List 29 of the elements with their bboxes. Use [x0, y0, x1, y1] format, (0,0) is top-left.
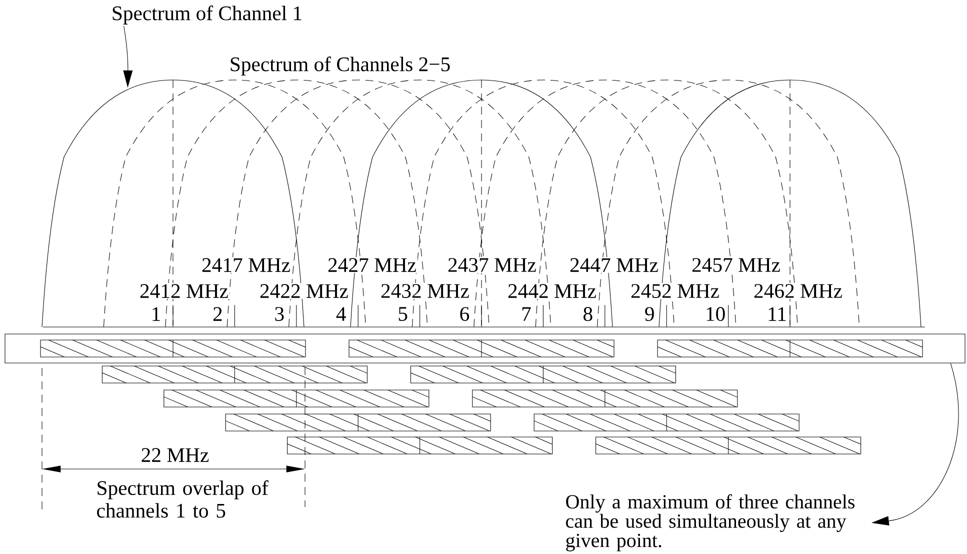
frequency-label: 2452 MHz — [629, 283, 721, 300]
frequency-label: 2417 MHz — [200, 257, 292, 273]
annotation-text: Spectrum of Channel 1 — [112, 6, 302, 24]
channel-number: 5 — [396, 306, 410, 322]
dimension-label: 22 MHz — [142, 448, 209, 462]
channel-number: 6 — [458, 306, 471, 322]
highlight-box — [4, 334, 966, 364]
caption-text: Spectrum overlap of channels 1 to 5 — [97, 480, 268, 518]
channel-number: 2 — [211, 306, 224, 322]
frequency-label: 2457 MHz — [690, 257, 782, 274]
channel-number: 10 — [704, 306, 727, 322]
channel-number: 11 — [766, 306, 788, 322]
frequency-label: 2412 MHz — [138, 283, 230, 299]
channel-number: 7 — [520, 306, 532, 322]
channel-number: 4 — [334, 306, 348, 322]
frequency-label: 2432 MHz — [379, 283, 471, 300]
spectrum-label: Spectrum of Channels 2−5 — [230, 56, 450, 76]
frequency-label: 2422 MHz — [258, 283, 350, 299]
channel-number: 9 — [643, 306, 656, 322]
frequency-label: 2427 MHz — [326, 257, 418, 273]
note-text: Only a maximum of three channels can be used simultaneously at any given point. — [566, 494, 854, 552]
spectrum-curve — [42, 80, 304, 328]
frequency-label: 2437 MHz — [446, 257, 538, 274]
channel-number: 3 — [273, 306, 286, 322]
frequency-label: 2447 MHz — [568, 257, 660, 273]
frequency-label: 2442 MHz — [506, 283, 598, 299]
channel-number: 8 — [582, 306, 594, 322]
channel-number: 1 — [150, 306, 162, 322]
frequency-label: 2462 MHz — [752, 283, 844, 300]
